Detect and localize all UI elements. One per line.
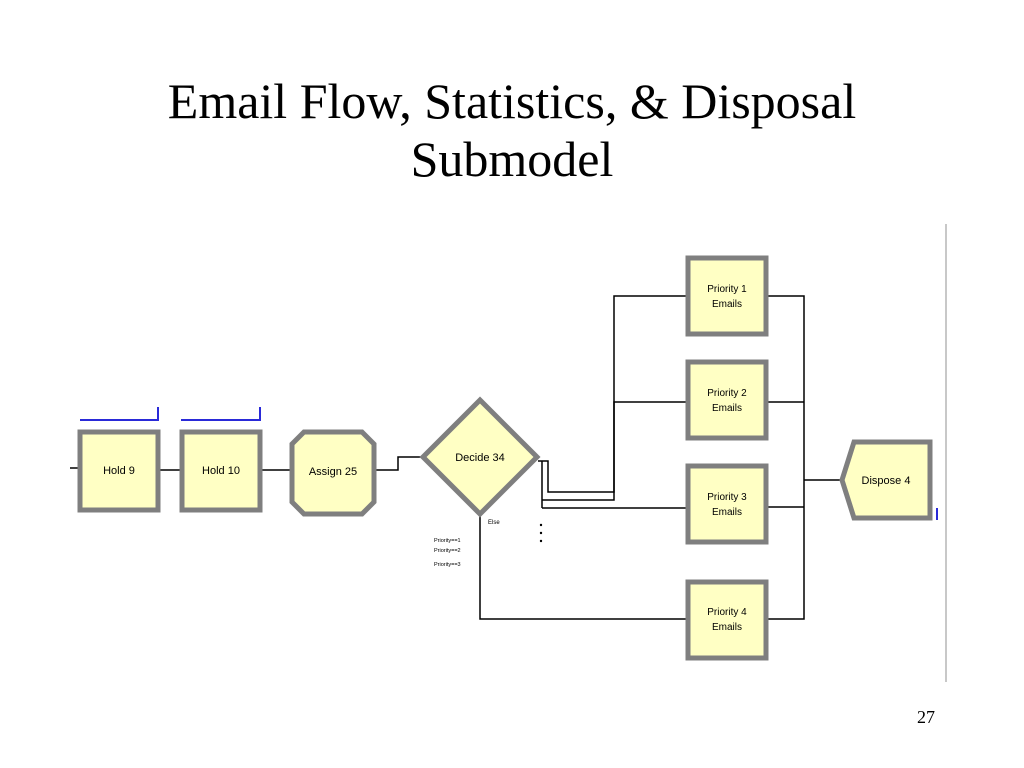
priority3-label-line2: Emails	[712, 507, 742, 518]
decide-conditions: Priority==1 Priority==2 Priority==3	[434, 538, 461, 568]
connector-else-priority4	[479, 508, 686, 620]
hold10-queue-line	[181, 407, 261, 421]
decide-condition-3: Priority==3	[434, 562, 461, 568]
decide-exit-dots	[539, 523, 543, 543]
hold9-queue-line	[80, 407, 159, 421]
priority3-label-line1: Priority 3	[707, 492, 747, 503]
slide-title: Email Flow, Statistics, & Disposal Submo…	[0, 72, 1024, 188]
priority4-label-line2: Emails	[712, 622, 742, 633]
hold10-module[interactable]: Hold 10	[179, 429, 263, 513]
priority2-label-line1: Priority 2	[707, 388, 747, 399]
decide-condition-1: Priority==1	[434, 538, 461, 544]
dispose4-module[interactable]: Dispose 4	[839, 439, 933, 521]
assign25-module[interactable]: Assign 25	[289, 429, 377, 517]
assign25-label: Assign 25	[309, 466, 357, 478]
priority2-label-line2: Emails	[712, 403, 742, 414]
decide34-module[interactable]: Decide 34	[419, 396, 541, 518]
hold9-label: Hold 9	[103, 465, 135, 477]
decide-condition-2: Priority==2	[434, 548, 461, 554]
connector-to-priority1	[538, 295, 686, 493]
title-line-2: Submodel	[410, 131, 614, 187]
priority3-process[interactable]: Priority 3 Emails	[685, 463, 769, 545]
connectors	[70, 295, 842, 620]
connector-to-priority2	[542, 401, 686, 501]
connector-priority4-out	[766, 480, 805, 620]
connector-priority1-out	[766, 295, 805, 480]
priority4-label-line1: Priority 4	[707, 607, 747, 618]
hold-queues	[80, 407, 261, 421]
decide34-label: Decide 34	[455, 452, 505, 464]
decide-else-label: Else	[488, 520, 500, 526]
priority1-label-line2: Emails	[712, 299, 742, 310]
title-line-1: Email Flow, Statistics, & Disposal	[167, 73, 857, 129]
hold10-label: Hold 10	[202, 465, 240, 477]
dispose4-label: Dispose 4	[862, 475, 911, 487]
page-number: 27	[917, 707, 935, 727]
connector-assign25-decide34	[376, 456, 424, 471]
priority4-process[interactable]: Priority 4 Emails	[685, 579, 769, 661]
priority1-label-line1: Priority 1	[707, 284, 747, 295]
priority2-process[interactable]: Priority 2 Emails	[685, 359, 769, 441]
hold9-module[interactable]: Hold 9	[77, 429, 161, 513]
priority1-process[interactable]: Priority 1 Emails	[685, 255, 769, 337]
